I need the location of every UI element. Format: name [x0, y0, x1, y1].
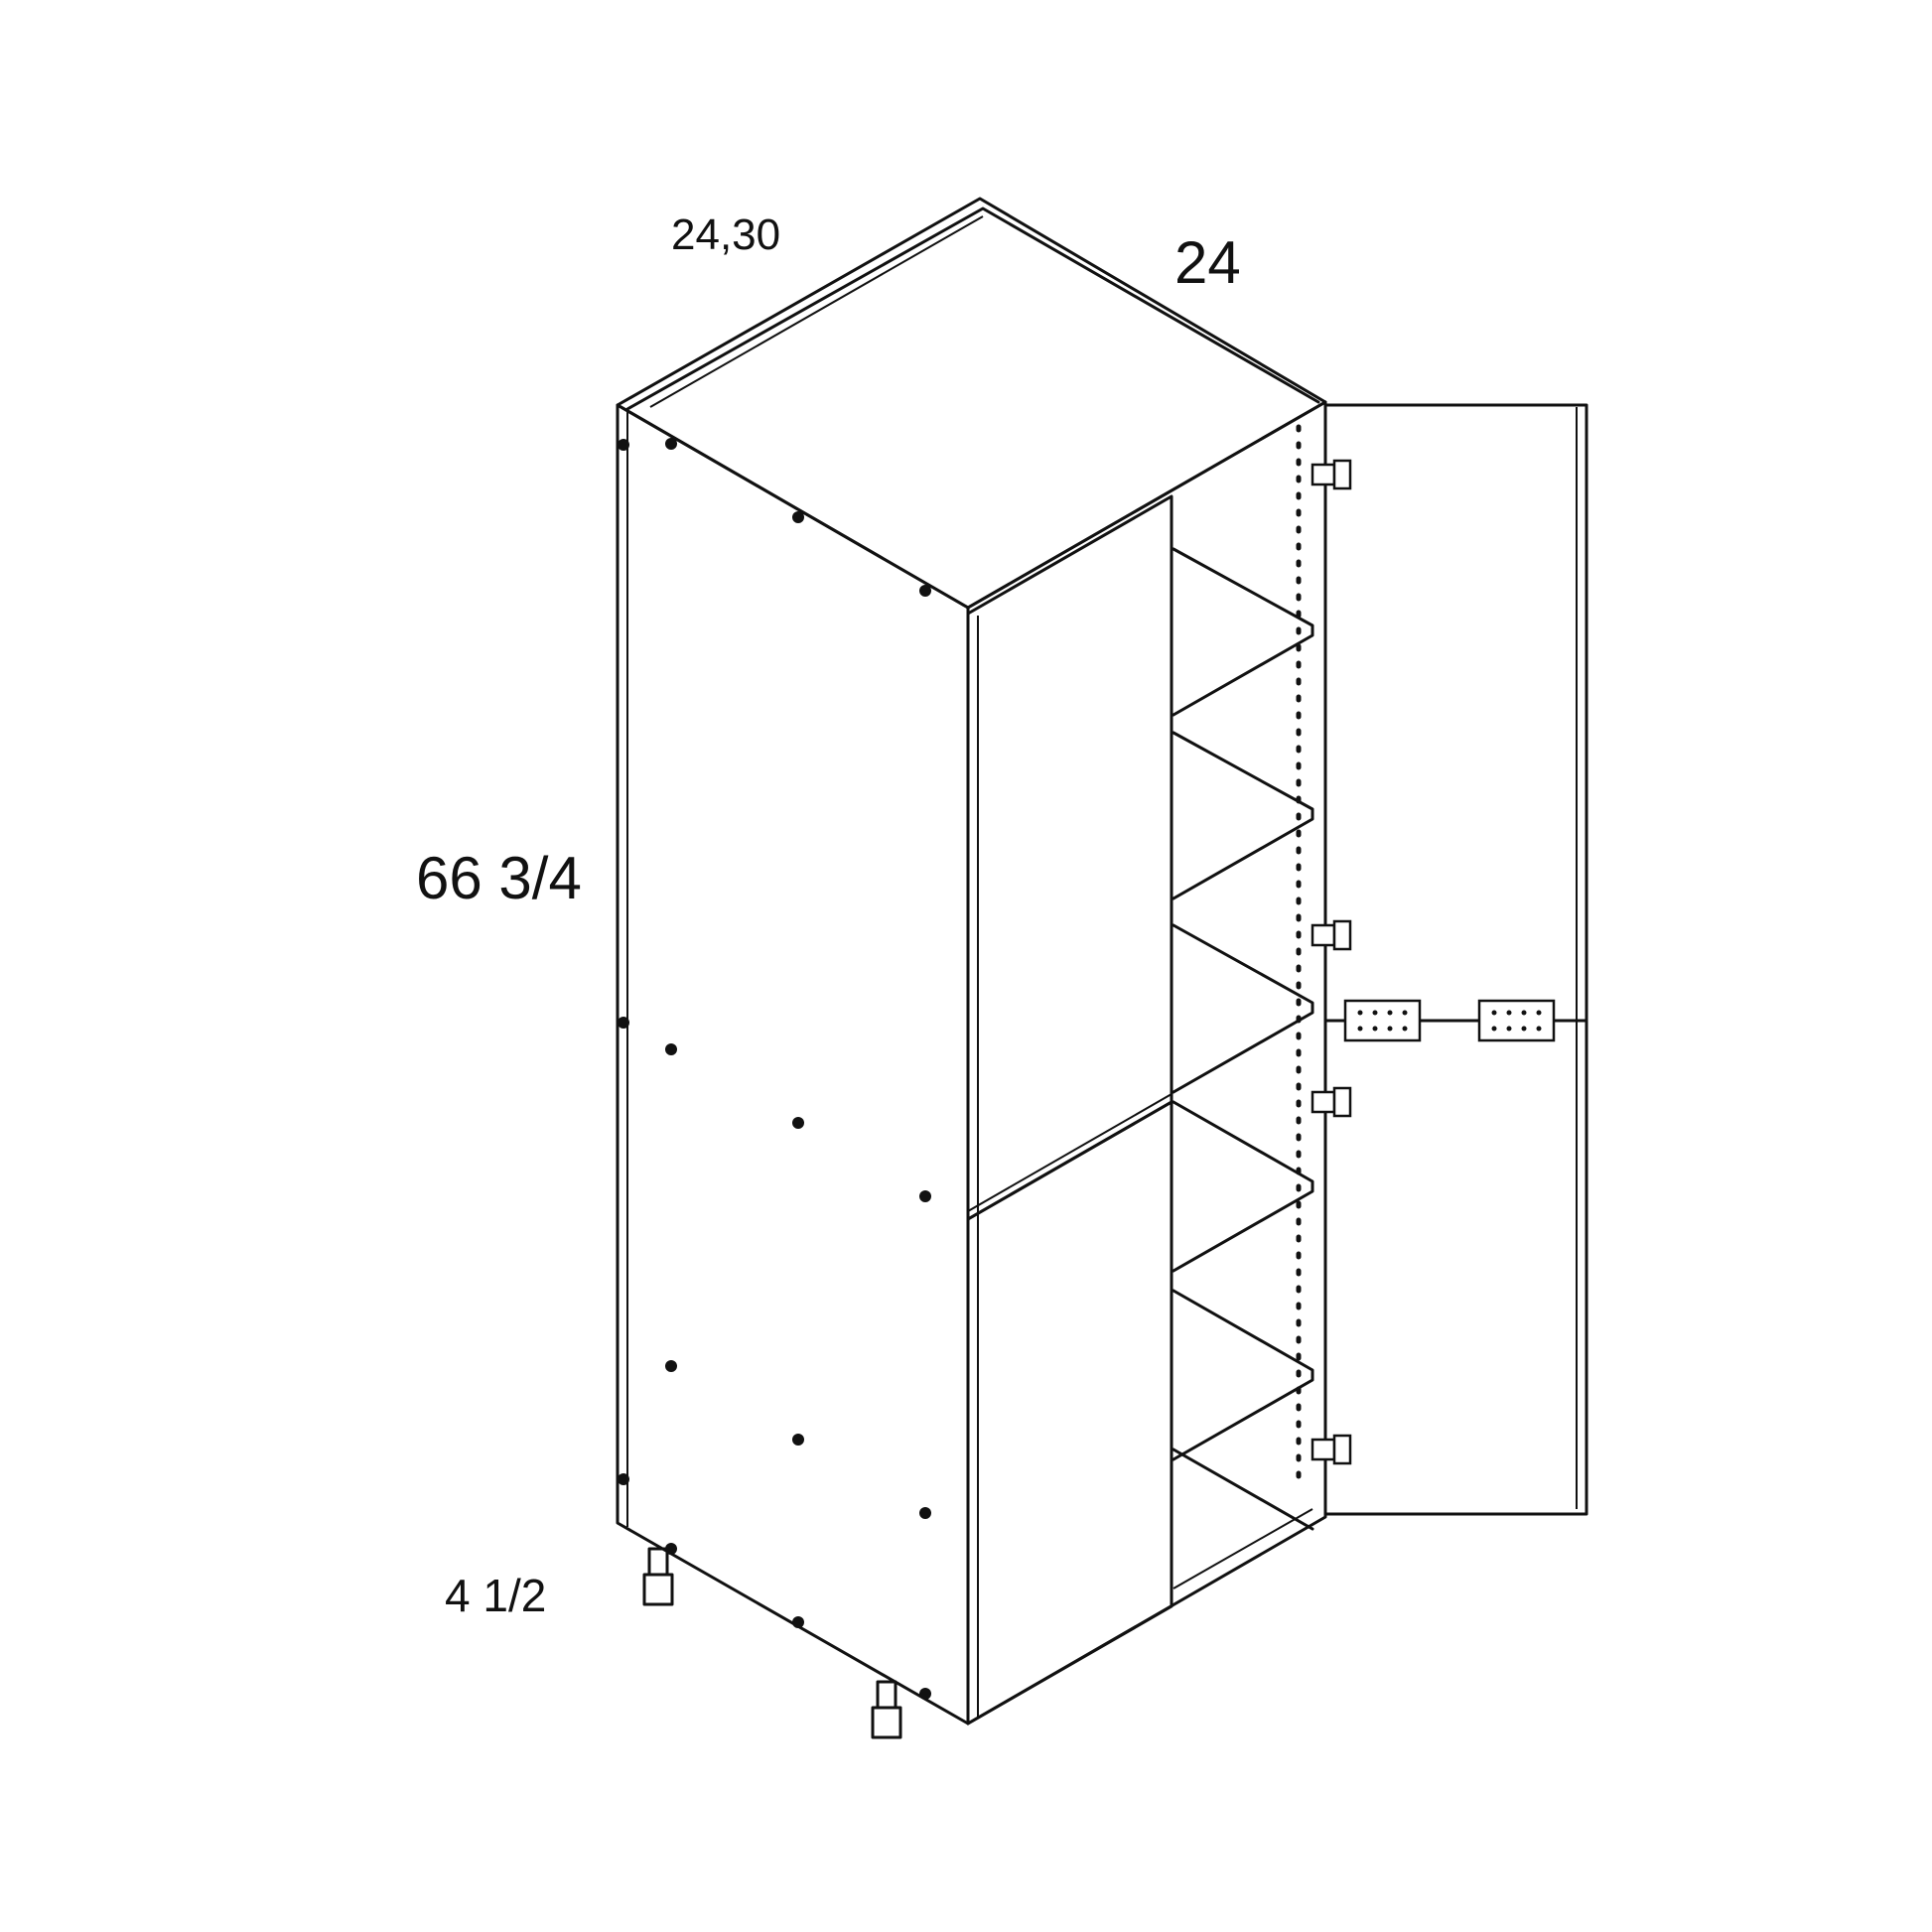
leveling-leg-icon	[642, 1547, 902, 1739]
interior-shelves	[1172, 547, 1314, 1589]
hinge-icon	[1311, 459, 1352, 1465]
dimension-toe-kick: 4 1/2	[445, 1570, 547, 1621]
dimension-depth: 24	[1174, 229, 1241, 296]
dimension-top-width: 24,30	[671, 210, 781, 259]
door-open-right	[1323, 403, 1588, 1516]
shelf-pin-holes	[618, 438, 931, 1700]
door-lower-left	[966, 1093, 1173, 1725]
cabinet-front-frame	[966, 400, 1327, 1725]
hinge-plates	[1343, 999, 1556, 1042]
dimension-height: 66 3/4	[416, 845, 582, 911]
cabinet-side-panel	[616, 403, 970, 1725]
